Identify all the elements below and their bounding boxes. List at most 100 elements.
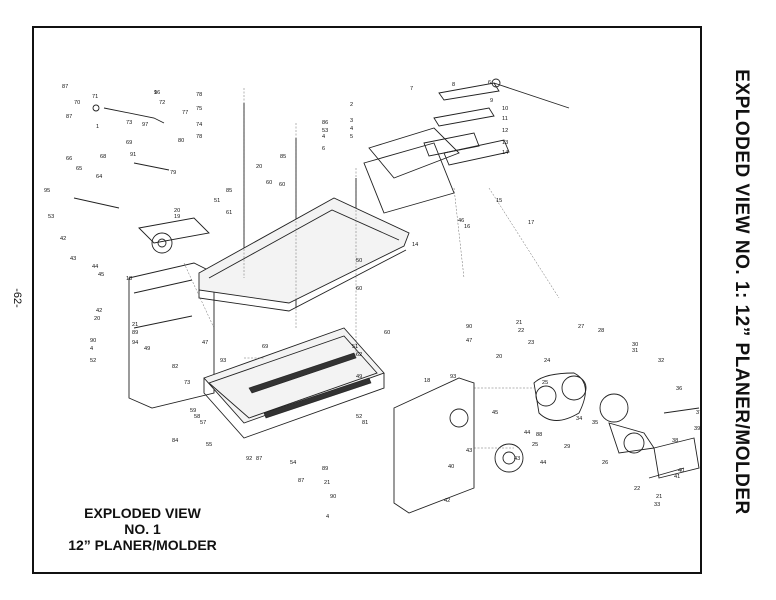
callout-label: 90 xyxy=(90,338,96,344)
base-frame xyxy=(203,327,385,439)
callout-label: 1 xyxy=(154,90,157,96)
callout-label: 94 xyxy=(132,340,138,346)
callout-label: 69 xyxy=(126,140,132,146)
feed-rollers xyxy=(423,78,570,166)
callout-label: 36 xyxy=(676,386,682,392)
callout-label: 52 xyxy=(356,414,362,420)
callout-label: 88 xyxy=(536,432,542,438)
callout-label: 55 xyxy=(206,442,212,448)
callout-label: 90 xyxy=(466,324,472,330)
callout-label: 8 xyxy=(452,82,455,88)
callout-label: 79 xyxy=(170,170,176,176)
callout-label: 50 xyxy=(356,258,362,264)
callout-label: 84 xyxy=(172,438,178,444)
callout-label: 33 xyxy=(654,502,660,508)
upper-left-parts xyxy=(73,104,170,209)
callout-label: 44 xyxy=(540,460,546,466)
callout-label: 29 xyxy=(564,444,570,450)
callout-label: 20 xyxy=(496,354,502,360)
callout-label: 42 xyxy=(96,308,102,314)
callout-label: 6 xyxy=(488,80,491,86)
callout-label: 25 xyxy=(542,380,548,386)
callout-label: 34 xyxy=(576,416,582,422)
callout-label: 24 xyxy=(544,358,550,364)
callout-label: 4 xyxy=(90,346,93,352)
callout-label: 70 xyxy=(74,100,80,106)
callout-label: 87 xyxy=(256,456,262,462)
callout-label: 22 xyxy=(634,486,640,492)
callout-label: 44 xyxy=(524,430,530,436)
callout-label: 74 xyxy=(196,122,202,128)
callout-label: 11 xyxy=(502,116,508,122)
callout-label: 66 xyxy=(66,156,72,162)
callout-label: 38 xyxy=(672,438,678,444)
caption-line-1: EXPLODED VIEW xyxy=(84,505,201,521)
callout-label: 45 xyxy=(98,272,104,278)
callout-label: 19 xyxy=(174,214,180,220)
callout-label: 93 xyxy=(220,358,226,364)
callout-label: 20 xyxy=(94,316,100,322)
callout-label: 90 xyxy=(330,494,336,500)
callout-label: 47 xyxy=(202,340,208,346)
callout-label: 49 xyxy=(356,374,362,380)
callout-label: 87 xyxy=(66,114,72,120)
callout-label: 62 xyxy=(356,352,362,358)
callout-label: 4 xyxy=(326,514,329,520)
callout-label: 87 xyxy=(298,478,304,484)
callout-label: 37 xyxy=(696,410,700,416)
callout-label: 27 xyxy=(578,324,584,330)
callout-label: 21 xyxy=(324,480,330,486)
cutterhead-carriage xyxy=(363,127,460,214)
callout-label: 18 xyxy=(126,276,132,282)
callout-label: 64 xyxy=(96,174,102,180)
callout-label: 14 xyxy=(502,150,508,156)
callout-label: 73 xyxy=(126,120,132,126)
callout-label: 43 xyxy=(466,448,472,454)
leader-lines xyxy=(183,88,560,449)
page-number: -62- xyxy=(11,288,23,308)
callout-label: 68 xyxy=(100,154,106,160)
callout-label: 97 xyxy=(142,122,148,128)
callout-label: 4 xyxy=(350,126,353,132)
callout-label: 92 xyxy=(246,456,252,462)
callout-label: 16 xyxy=(464,224,470,230)
callout-label: 60 xyxy=(279,182,285,188)
callout-label: 54 xyxy=(290,460,296,466)
callout-label: 35 xyxy=(592,420,598,426)
callout-label: 58 xyxy=(194,414,200,420)
callout-label: 21 xyxy=(656,494,662,500)
callout-label: 6 xyxy=(322,146,325,152)
callout-label: 93 xyxy=(450,374,456,380)
callout-label: 95 xyxy=(44,188,50,194)
planer-table xyxy=(198,197,410,312)
caption: EXPLODED VIEW NO. 1 12” PLANER/MOLDER xyxy=(50,505,235,553)
callout-label: 13 xyxy=(502,140,508,146)
callout-label: 46 xyxy=(458,218,464,224)
callout-label: 40 xyxy=(678,468,684,474)
callout-label: 86 xyxy=(322,120,328,126)
callout-label: 73 xyxy=(184,380,190,386)
callout-label: 32 xyxy=(658,358,664,364)
callout-label: 30 xyxy=(632,342,638,348)
callout-label: 28 xyxy=(598,328,604,334)
callout-label: 18 xyxy=(424,378,430,384)
motor-parts xyxy=(648,437,700,479)
callout-label: 39 xyxy=(694,426,700,432)
callout-label: 7 xyxy=(410,86,413,92)
callout-label: 44 xyxy=(92,264,98,270)
callout-label: 59 xyxy=(190,408,196,414)
callout-label: 40 xyxy=(448,464,454,470)
callout-label: 60 xyxy=(266,180,272,186)
caption-line-2: NO. 1 xyxy=(124,521,161,537)
callout-label: 80 xyxy=(178,138,184,144)
callout-label: 1 xyxy=(96,124,99,130)
callout-label: 78 xyxy=(196,92,202,98)
callout-label: 15 xyxy=(496,198,502,204)
right-side-frame xyxy=(393,377,524,514)
callout-label: 71 xyxy=(92,94,98,100)
callout-label: 85 xyxy=(226,188,232,194)
page-border xyxy=(32,26,702,574)
callout-label: 43 xyxy=(70,256,76,262)
callout-label: 20 xyxy=(256,164,262,170)
